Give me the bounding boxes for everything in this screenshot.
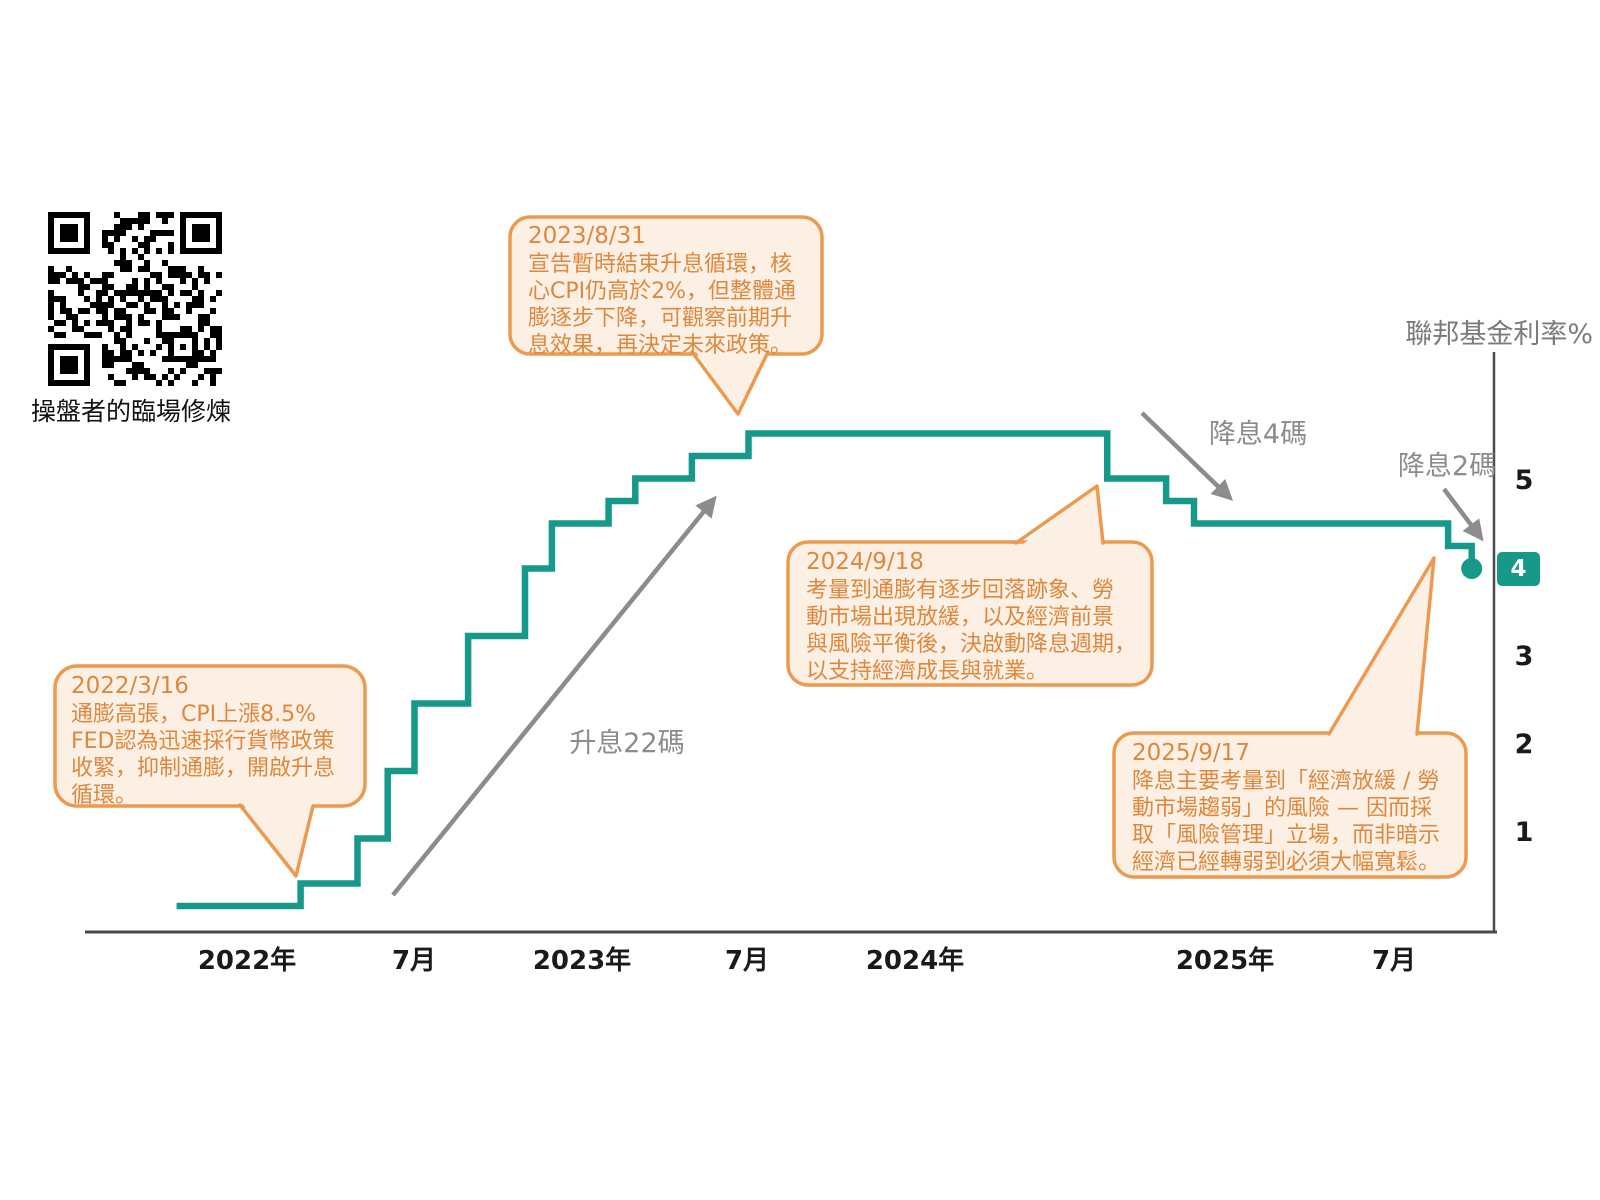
callout-2024-body: 考量到通膨有逐步回落跡象、勞 動市場出現放緩，以及經濟前景 與風險平衡後，決啟動… (806, 578, 1137, 684)
x-label-2022h2: 7月 (391, 946, 437, 976)
callout-2025-body: 降息主要考量到「經濟放緩 / 勞 動市場趨弱」的風險 — 因而採 取「風險管理」… (1132, 769, 1441, 875)
callout-2022-date: 2022/3/16 (71, 673, 189, 699)
current-rate-badge: 4 (1497, 552, 1540, 586)
cut4-arrow (1140, 411, 1234, 501)
callout-2023-date: 2023/8/31 (528, 223, 646, 249)
x-label-2023: 2023年 (532, 946, 632, 976)
callout-2025: 2025/9/17 降息主要考量到「經濟放緩 / 勞 動市場趨弱」的風險 — 因… (1132, 739, 1456, 876)
callout-bubble-2025 (1112, 556, 1468, 879)
rate-end-dot (1461, 558, 1483, 579)
cut2-arrow (1442, 487, 1484, 542)
qr-caption: 操盤者的臨場修煉 (30, 397, 231, 426)
x-label-2025: 2025年 (1175, 946, 1275, 976)
hike-label: 升息22碼 (569, 728, 685, 759)
callout-2023: 2023/8/31 宣告暫時結束升息循環，核 心CPI仍高於2%，但整體通 膨逐… (528, 222, 810, 359)
y-tick-5: 5 (1514, 465, 1534, 496)
callout-2023-body: 宣告暫時結束升息循環，核 心CPI仍高於2%，但整體通 膨逐步下降，可觀察前期升… (528, 252, 797, 358)
callout-2024: 2024/9/18 考量到通膨有逐步回落跡象、勞 動市場出現放緩，以及經濟前景 … (806, 548, 1142, 685)
callout-2025-date: 2025/9/17 (1132, 740, 1250, 766)
callout-bubble-2024 (786, 484, 1154, 687)
cut2-label: 降息2碼 (1397, 451, 1497, 482)
y-tick-2: 2 (1514, 729, 1534, 760)
callout-2022: 2022/3/16 通膨高張，CPI上漲8.5% FED認為迅速採行貨幣政策 收… (71, 672, 351, 809)
callout-bubble-2022 (53, 664, 367, 878)
y-tick-1: 1 (1514, 817, 1534, 848)
x-label-2023h2: 7月 (724, 946, 770, 976)
y-tick-3: 3 (1514, 641, 1534, 672)
callout-bubble-2023 (508, 215, 824, 416)
y-axis-title: 聯邦基金利率% (1405, 319, 1593, 350)
rate-step-line (176, 430, 1475, 910)
callout-2024-date: 2024/9/18 (806, 549, 924, 575)
hike-arrow (391, 495, 717, 897)
x-label-2022: 2022年 (197, 946, 297, 976)
callout-2022-body: 通膨高張，CPI上漲8.5% FED認為迅速採行貨幣政策 收緊，抑制通膨，開啟升… (71, 702, 336, 808)
x-label-2025h2: 7月 (1371, 946, 1417, 976)
qr-code (48, 212, 222, 386)
cut4-label: 降息4碼 (1208, 419, 1308, 450)
x-label-2024: 2024年 (865, 946, 965, 976)
